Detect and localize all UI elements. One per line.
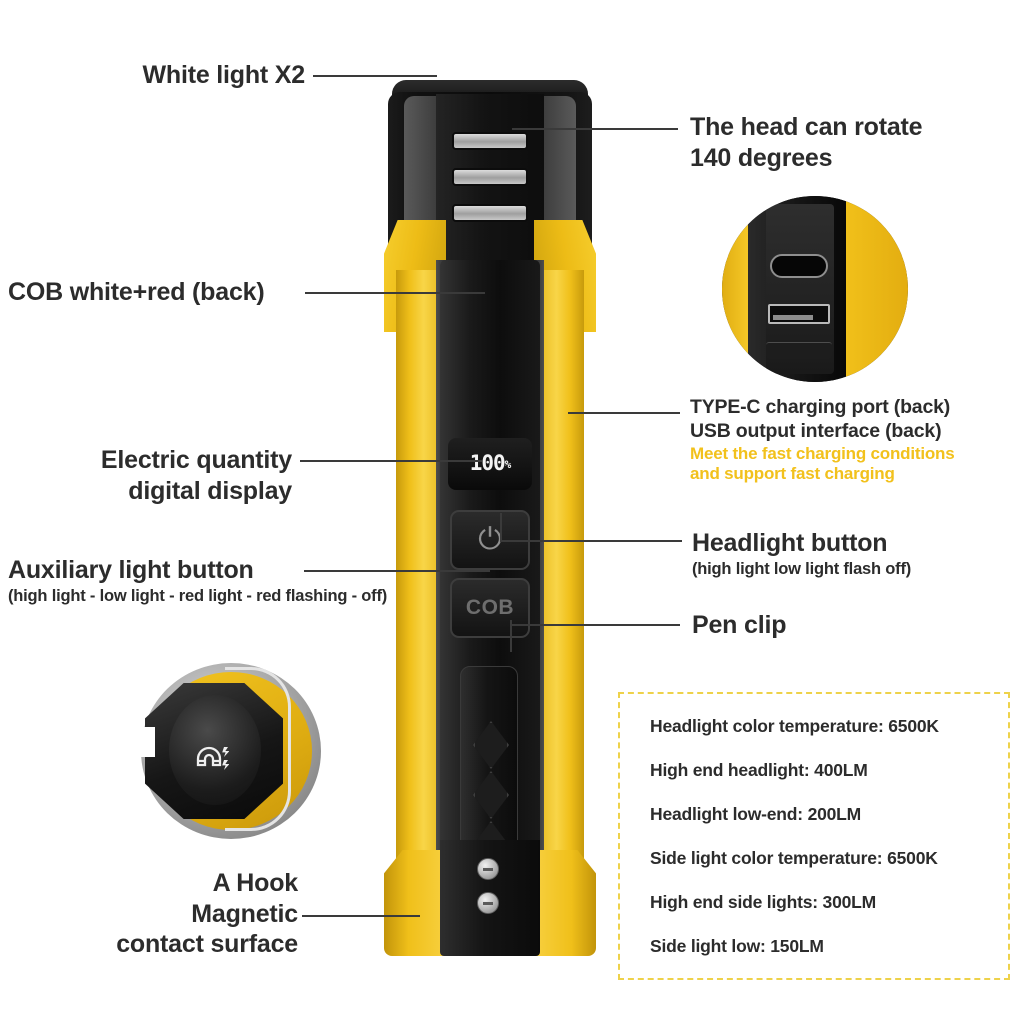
power-icon: ⏻ — [478, 523, 502, 556]
battery-digital-display: 100% — [448, 438, 532, 490]
callout-hook-magnetic-line2: Magnetic — [191, 899, 298, 928]
leader-hook-magnetic — [302, 915, 420, 917]
hook-photo-wire-hook — [225, 667, 291, 831]
battery-level-number: 100 — [469, 451, 506, 475]
leader-white-light — [313, 75, 437, 77]
callout-head-rotate-line2: 140 degrees — [690, 143, 833, 172]
auxiliary-cob-button[interactable]: COB — [450, 578, 530, 638]
leader-electric-quantity — [300, 460, 482, 462]
callout-cob-white-red: COB white+red (back) — [8, 277, 265, 308]
hook-photo-side-tab — [137, 727, 155, 757]
callout-charging-ports-line2: USB output interface (back) — [690, 419, 942, 442]
callout-pen-clip-line1: Pen clip — [692, 611, 787, 639]
callout-pen-clip: Pen clip — [692, 610, 786, 641]
callout-charging-ports-line1: TYPE-C charging port (back) — [690, 396, 951, 418]
leader-charging-ports — [568, 412, 680, 414]
port-photo-lower-slot — [766, 342, 832, 359]
leader-headlight-button — [500, 540, 682, 542]
spec-item: Headlight color temperature: 6500K — [650, 716, 939, 736]
spec-item: High end side lights: 300LM — [650, 892, 877, 912]
leader-pen-clip — [510, 624, 680, 626]
leader-headlight-button-stem — [500, 513, 502, 541]
spec-item: High end headlight: 400LM — [650, 760, 868, 780]
callout-aux-light-button: Auxiliary light button (high light - low… — [8, 555, 387, 606]
callout-hook-magnetic-line3: contact surface — [116, 930, 298, 958]
flashlight-product-image: 100% ⏻ COB — [370, 70, 610, 956]
leader-head-rotate — [512, 128, 678, 130]
callout-hook-magnetic: A Hook Magnetic contact surface — [0, 868, 298, 960]
magnet-icon — [193, 739, 230, 773]
callout-aux-light-button-sub: (high light - low light - red light - re… — [8, 586, 388, 605]
clip-cutout-2 — [473, 771, 509, 819]
callout-charging-ports-accent1: Meet the fast charging conditions — [690, 443, 955, 463]
spec-item: Side light low: 150LM — [650, 936, 824, 956]
base-screw-1 — [477, 858, 499, 880]
callout-headlight-button: Headlight button (high light low light f… — [692, 528, 911, 579]
cob-button-label: COB — [465, 596, 515, 619]
charging-port-detail-photo — [722, 196, 908, 382]
callout-cob-white-red-line1: COB white+red (back) — [8, 278, 265, 306]
callout-head-rotate-line1: The head can rotate — [690, 113, 923, 141]
base-screw-2 — [477, 892, 499, 914]
cob-led-strip-3 — [452, 204, 528, 222]
clip-cutout-1 — [473, 721, 509, 769]
specifications-list: Headlight color temperature: 6500K High … — [620, 694, 1008, 957]
battery-level-value: 100% — [448, 451, 532, 475]
callout-headlight-button-line1: Headlight button — [692, 529, 888, 557]
magnetic-hook-detail-photo — [133, 653, 329, 849]
callout-electric-quantity: Electric quantity digital display — [0, 445, 292, 506]
leader-aux-light-button — [304, 570, 490, 572]
base-flare-right — [534, 850, 596, 956]
usb-a-port-icon — [768, 304, 830, 324]
callout-white-light-line1: White light X2 — [142, 61, 306, 89]
callout-electric-quantity-line1: Electric quantity — [100, 446, 292, 474]
callout-charging-ports-accent2: and support fast charging — [690, 464, 895, 484]
battery-level-unit: % — [504, 458, 512, 471]
callout-aux-light-button-line1: Auxiliary light button — [8, 556, 254, 584]
callout-hook-magnetic-line1: A Hook — [212, 869, 299, 897]
specifications-box: Headlight color temperature: 6500K High … — [618, 692, 1010, 980]
port-photo-yellow-right — [846, 196, 908, 382]
callout-charging-ports: TYPE-C charging port (back) USB output i… — [690, 396, 955, 485]
cob-led-strip-2 — [452, 168, 528, 186]
spec-item: Side light color temperature: 6500K — [650, 848, 938, 868]
port-photo-yellow-left — [722, 196, 748, 382]
spec-item: Headlight low-end: 200LM — [650, 804, 862, 824]
cob-led-strip-1 — [452, 132, 528, 150]
callout-headlight-button-sub: (high light low light flash off) — [692, 559, 912, 578]
usb-c-port-icon — [770, 254, 828, 278]
leader-pen-clip-stem — [510, 620, 512, 652]
callout-head-rotate: The head can rotate 140 degrees — [690, 112, 923, 173]
leader-cob-white-red — [305, 292, 485, 294]
base-flare-left — [384, 850, 446, 956]
callout-white-light: White light X2 — [0, 60, 306, 91]
callout-electric-quantity-line2: digital display — [128, 476, 292, 505]
